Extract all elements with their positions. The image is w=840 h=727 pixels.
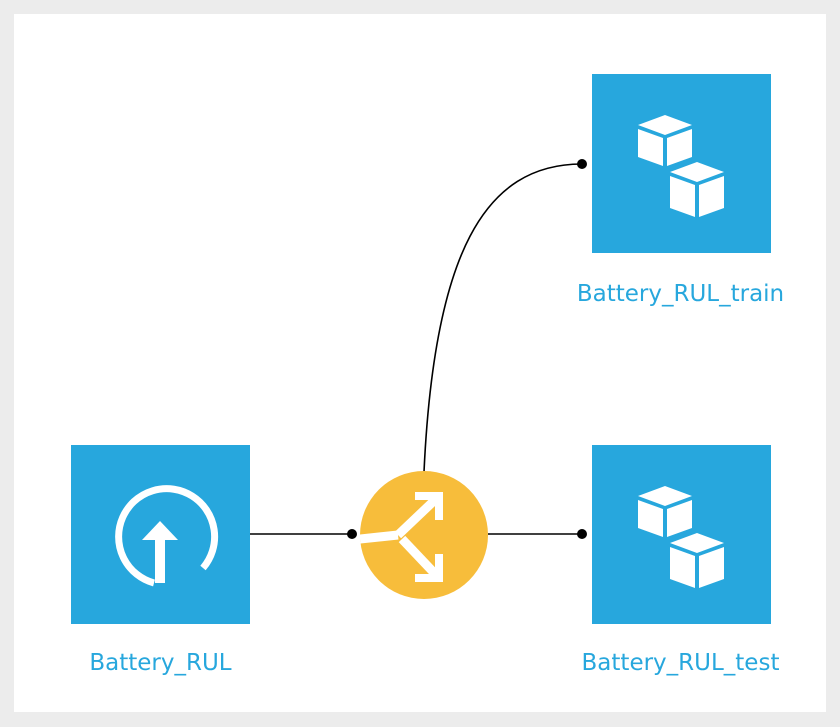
dataset-node-battery-rul-test[interactable] xyxy=(592,445,771,624)
dataset-node-battery-rul-train[interactable] xyxy=(592,74,771,253)
dataset-label-battery-rul-train[interactable]: Battery_RUL_train xyxy=(576,281,785,307)
edge-recipe-to-train xyxy=(423,163,583,473)
flow-canvas[interactable]: Battery_RUL Battery_RUL_train xyxy=(14,14,826,712)
upload-arrow-icon xyxy=(115,485,219,587)
split-arrows-icon xyxy=(360,492,443,582)
stacked-cubes-icon xyxy=(638,486,724,588)
dataset-label-battery-rul[interactable]: Battery_RUL xyxy=(89,650,232,676)
edge-endpoint-dot xyxy=(577,529,587,539)
dataset-label-battery-rul-test[interactable]: Battery_RUL_test xyxy=(581,650,780,676)
edge-endpoint-dot xyxy=(577,159,587,169)
dataset-node-battery-rul[interactable] xyxy=(71,445,250,624)
split-recipe-node[interactable] xyxy=(360,471,488,599)
edge-endpoint-dot xyxy=(347,529,357,539)
flow-connections xyxy=(250,159,587,539)
stacked-cubes-icon xyxy=(638,115,724,217)
